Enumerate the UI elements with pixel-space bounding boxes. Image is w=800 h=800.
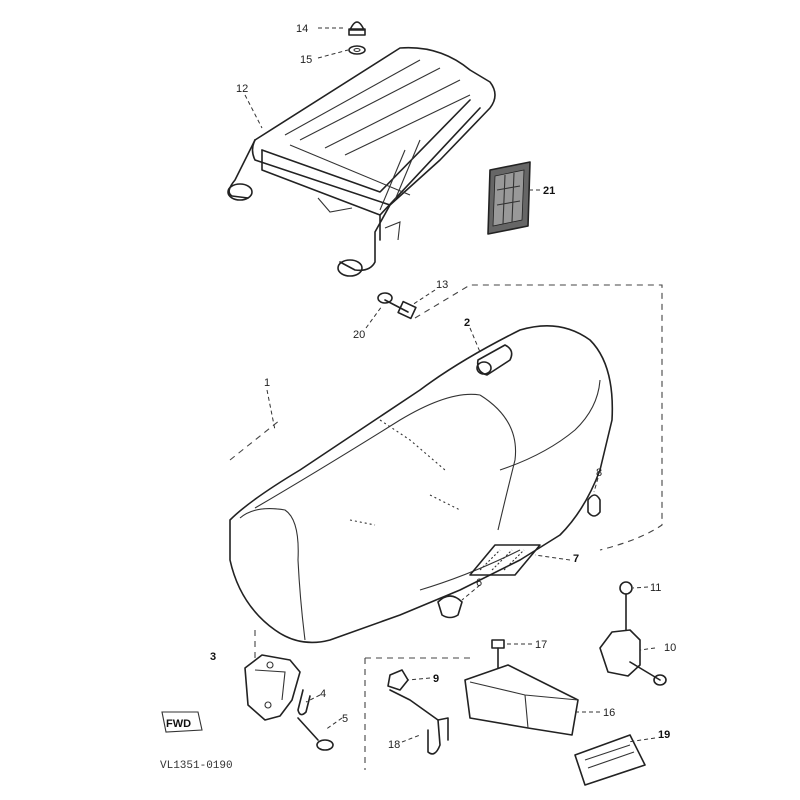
callout-7: 7 xyxy=(573,553,579,565)
nut-9 xyxy=(387,669,409,691)
cap-nut-14 xyxy=(348,21,366,36)
damper-6 xyxy=(437,595,463,619)
hinge-bracket-3 xyxy=(244,654,301,721)
callout-14: 14 xyxy=(296,23,308,35)
callout-1: 1 xyxy=(264,377,270,389)
callout-16: 16 xyxy=(603,707,615,719)
plate-7 xyxy=(469,544,541,576)
bolt-13 xyxy=(384,299,417,320)
callout-4: 4 xyxy=(320,688,326,700)
callout-5: 5 xyxy=(342,713,348,725)
washer-15 xyxy=(348,45,366,55)
callout-6: 6 xyxy=(476,577,482,589)
callout-9: 9 xyxy=(433,673,439,685)
label-19 xyxy=(574,734,646,786)
damper-8 xyxy=(587,494,601,517)
callout-12: 12 xyxy=(236,83,248,95)
seat-lock-2 xyxy=(476,344,513,376)
clip-4 xyxy=(297,689,311,716)
callout-20: 20 xyxy=(353,329,365,341)
callout-8: 8 xyxy=(596,467,602,479)
rear-carrier xyxy=(227,46,496,277)
callout-21: 21 xyxy=(543,185,555,197)
tool-box-16 xyxy=(464,664,579,736)
collar-20 xyxy=(377,292,393,304)
callout-15: 15 xyxy=(300,54,312,66)
callout-3: 3 xyxy=(210,651,216,663)
seat-group-outline xyxy=(414,284,663,551)
callout-11: 11 xyxy=(650,582,661,594)
bolt-17 xyxy=(491,639,505,669)
seat-assembly xyxy=(229,324,614,644)
leader-lines xyxy=(244,27,656,743)
callout-19: 19 xyxy=(658,729,670,741)
callout-13: 13 xyxy=(436,279,448,291)
callout-10: 10 xyxy=(664,642,676,654)
reflector-21 xyxy=(487,161,531,235)
stay-18 xyxy=(389,689,449,755)
pin-5 xyxy=(297,717,334,751)
callout-18: 18 xyxy=(388,739,400,751)
drawing-code: VL1351-0190 xyxy=(160,760,233,772)
fwd-label: FWD xyxy=(166,718,191,730)
bolt-11 xyxy=(619,581,633,631)
callout-2: 2 xyxy=(464,317,470,329)
bracket-10 xyxy=(599,629,667,686)
forward-indicator: FWD xyxy=(161,711,203,733)
callout-17: 17 xyxy=(535,639,547,651)
